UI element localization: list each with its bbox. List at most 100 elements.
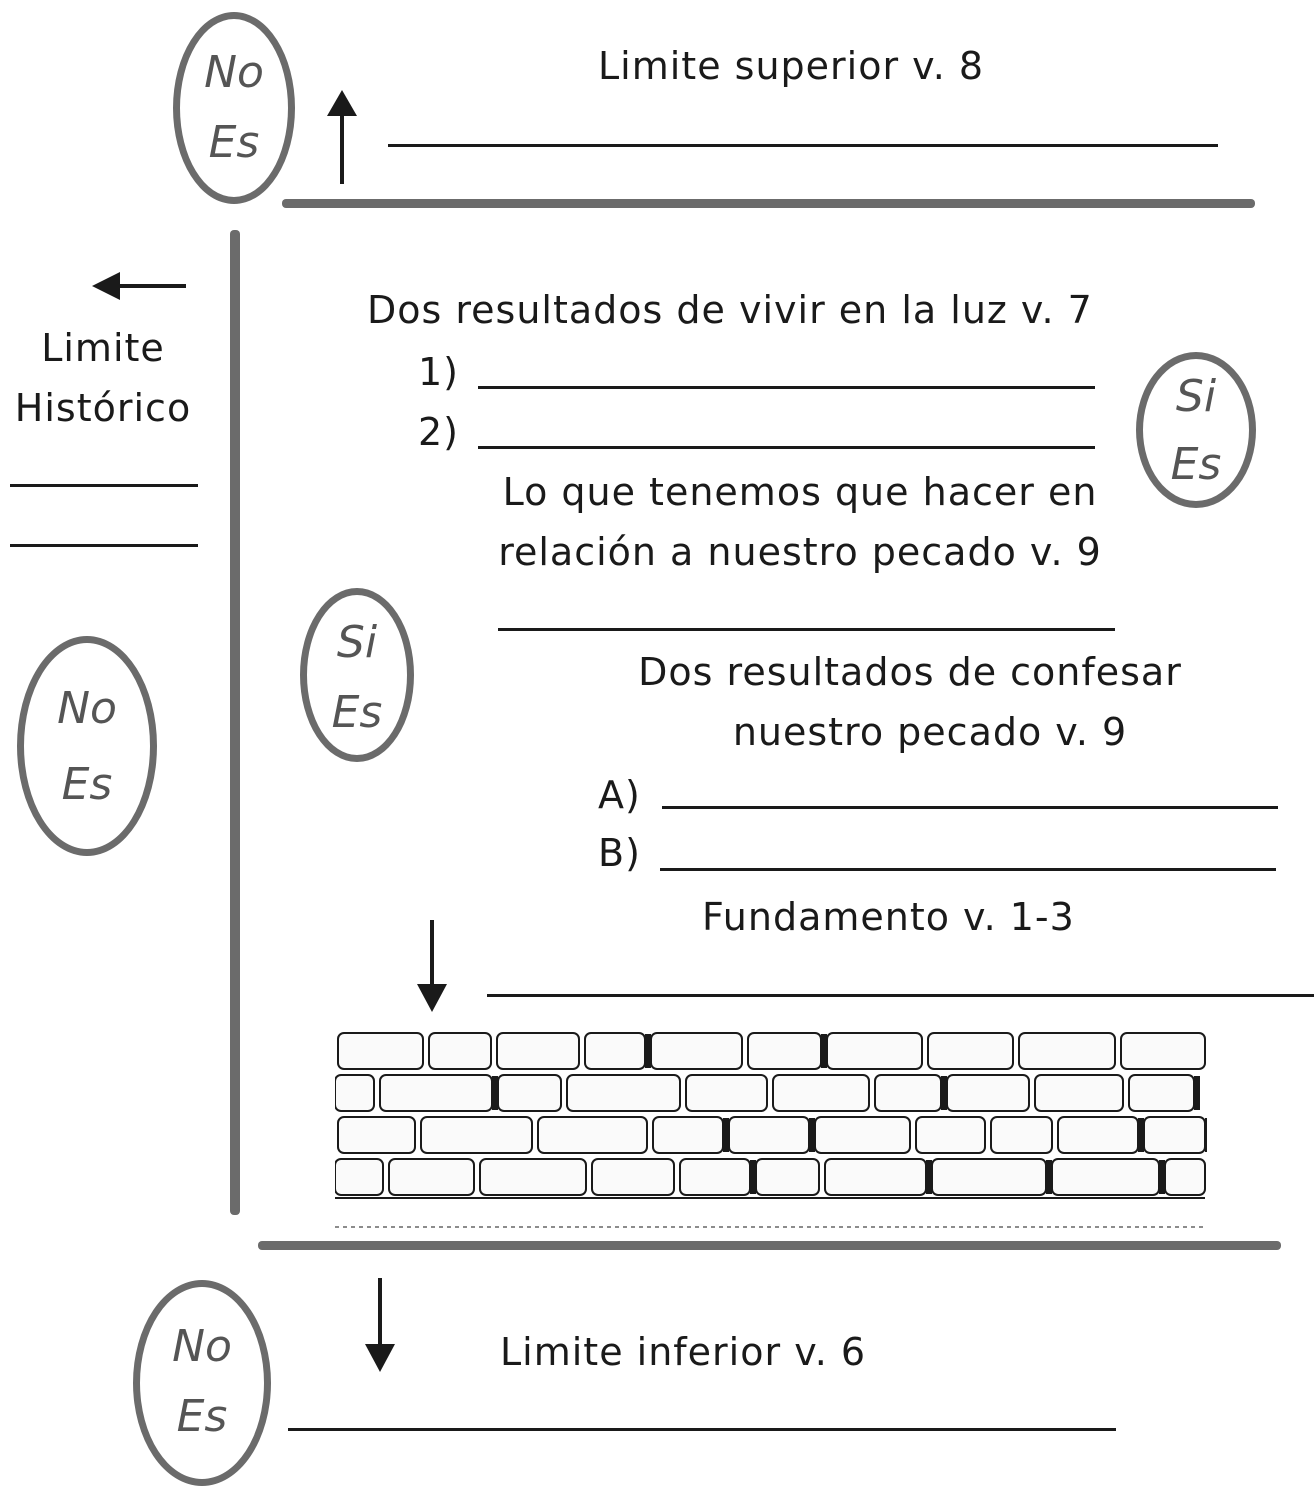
sin-action-answer-line bbox=[498, 628, 1115, 631]
badge-line2: Es bbox=[176, 1391, 228, 1442]
wall-mortar-gap bbox=[750, 1160, 756, 1194]
light-item-1-answer-line bbox=[478, 386, 1095, 389]
bottom-no-es-badge: No Es bbox=[133, 1280, 271, 1486]
wall-stone bbox=[946, 1074, 1030, 1112]
left-arrow-icon bbox=[92, 272, 186, 300]
lower-boundary-bar bbox=[258, 1241, 1281, 1250]
upper-limit-label: Limite superior v. 8 bbox=[598, 44, 985, 88]
wall-stone bbox=[537, 1116, 648, 1154]
confess-results-heading-1: Dos resultados de confesar bbox=[638, 650, 1182, 694]
wall-stone bbox=[496, 1032, 580, 1070]
wall-stone bbox=[335, 1074, 375, 1112]
wall-mortar-gap bbox=[492, 1076, 498, 1110]
wall-stone bbox=[1143, 1116, 1206, 1154]
historical-limit-label-1: Limite bbox=[41, 326, 165, 370]
wall-mortar-gap bbox=[1138, 1118, 1144, 1152]
top-no-es-badge: No Es bbox=[173, 12, 295, 204]
lower-limit-label: Limite inferior v. 6 bbox=[500, 1330, 867, 1374]
wall-mortar-gap bbox=[1194, 1076, 1200, 1110]
wall-stone bbox=[755, 1158, 820, 1196]
historical-answer-line-2 bbox=[10, 544, 198, 547]
wall-stone bbox=[915, 1116, 986, 1154]
wall-stone bbox=[772, 1074, 870, 1112]
wall-mortar-gap bbox=[1159, 1160, 1165, 1194]
wall-stone bbox=[379, 1074, 493, 1112]
wall-stone bbox=[1057, 1116, 1139, 1154]
wall-stone bbox=[479, 1158, 587, 1196]
upper-boundary-bar bbox=[282, 199, 1255, 208]
badge-line1: No bbox=[204, 47, 264, 98]
badge-line1: Si bbox=[336, 617, 378, 668]
foundation-answer-line bbox=[487, 994, 1314, 997]
wall-mortar-gap bbox=[941, 1076, 947, 1110]
right-si-es-badge: Si Es bbox=[1136, 352, 1256, 508]
wall-stone bbox=[931, 1158, 1047, 1196]
wall-mortar-gap bbox=[1205, 1118, 1207, 1152]
confess-item-b-label: B) bbox=[598, 831, 641, 875]
light-item-2-answer-line bbox=[478, 446, 1095, 449]
wall-stone bbox=[728, 1116, 810, 1154]
wall-mortar-gap bbox=[821, 1034, 827, 1068]
wall-stone bbox=[679, 1158, 751, 1196]
badge-line2: Es bbox=[208, 117, 260, 168]
confess-item-a-answer-line bbox=[662, 806, 1278, 809]
wall-stone bbox=[826, 1032, 923, 1070]
wall-stone bbox=[1128, 1074, 1195, 1112]
confess-item-a-label: A) bbox=[598, 773, 641, 817]
wall-stone bbox=[824, 1158, 927, 1196]
wall-stone bbox=[388, 1158, 475, 1196]
confess-item-b-answer-line bbox=[660, 868, 1276, 871]
wall-stone bbox=[814, 1116, 911, 1154]
wall-stone bbox=[1051, 1158, 1160, 1196]
wall-stone bbox=[1018, 1032, 1116, 1070]
wall-stone bbox=[584, 1032, 646, 1070]
wall-mortar-gap bbox=[809, 1118, 815, 1152]
light-item-1-label: 1) bbox=[418, 350, 460, 394]
historical-answer-line-1 bbox=[10, 484, 198, 487]
wall-stone bbox=[566, 1074, 681, 1112]
wall-stone bbox=[337, 1116, 416, 1154]
badge-line2: Es bbox=[331, 687, 383, 738]
wall-stone bbox=[747, 1032, 822, 1070]
wall-stone bbox=[337, 1032, 424, 1070]
historical-boundary-bar bbox=[230, 230, 240, 1215]
wall-stone bbox=[874, 1074, 942, 1112]
wall-mortar-gap bbox=[926, 1160, 932, 1194]
light-item-2-label: 2) bbox=[418, 410, 460, 454]
wall-mortar-gap bbox=[723, 1118, 729, 1152]
wall-stone bbox=[335, 1158, 384, 1196]
left-no-es-badge: No Es bbox=[17, 636, 157, 856]
confess-results-heading-2: nuestro pecado v. 9 bbox=[732, 710, 1128, 754]
down-arrow-icon bbox=[417, 920, 447, 1012]
wall-stone bbox=[927, 1032, 1014, 1070]
badge-line1: No bbox=[172, 1321, 232, 1372]
sin-action-heading-1: Lo que tenemos que hacer en bbox=[502, 470, 1098, 514]
badge-line2: Es bbox=[61, 759, 113, 810]
wall-mortar-gap bbox=[1046, 1160, 1052, 1194]
upper-limit-answer-line bbox=[388, 144, 1218, 147]
down-arrow-icon bbox=[365, 1278, 395, 1372]
up-arrow-icon bbox=[327, 90, 357, 184]
wall-stone bbox=[428, 1032, 492, 1070]
foundation-label: Fundamento v. 1-3 bbox=[702, 895, 1075, 939]
badge-line2: Es bbox=[1170, 439, 1222, 490]
wall-mortar-gap bbox=[645, 1034, 651, 1068]
lower-limit-answer-line bbox=[288, 1428, 1116, 1431]
historical-limit-label-2: Histórico bbox=[14, 386, 192, 430]
wall-stone bbox=[990, 1116, 1053, 1154]
badge-line1: Si bbox=[1175, 371, 1217, 422]
wall-stone bbox=[497, 1074, 562, 1112]
wall-stone bbox=[1034, 1074, 1124, 1112]
wall-stone bbox=[1120, 1032, 1206, 1070]
stone-wall-illustration bbox=[335, 1030, 1207, 1230]
sin-action-heading-2: relación a nuestro pecado v. 9 bbox=[498, 530, 1102, 574]
light-results-heading: Dos resultados de vivir en la luz v. 7 bbox=[367, 288, 1093, 332]
wall-stone bbox=[652, 1116, 724, 1154]
wall-stone bbox=[650, 1032, 743, 1070]
wall-stone bbox=[591, 1158, 675, 1196]
left-si-es-badge: Si Es bbox=[300, 588, 414, 762]
badge-line1: No bbox=[57, 683, 117, 734]
wall-stone bbox=[420, 1116, 533, 1154]
wall-stone bbox=[1164, 1158, 1206, 1196]
wall-stone bbox=[685, 1074, 768, 1112]
